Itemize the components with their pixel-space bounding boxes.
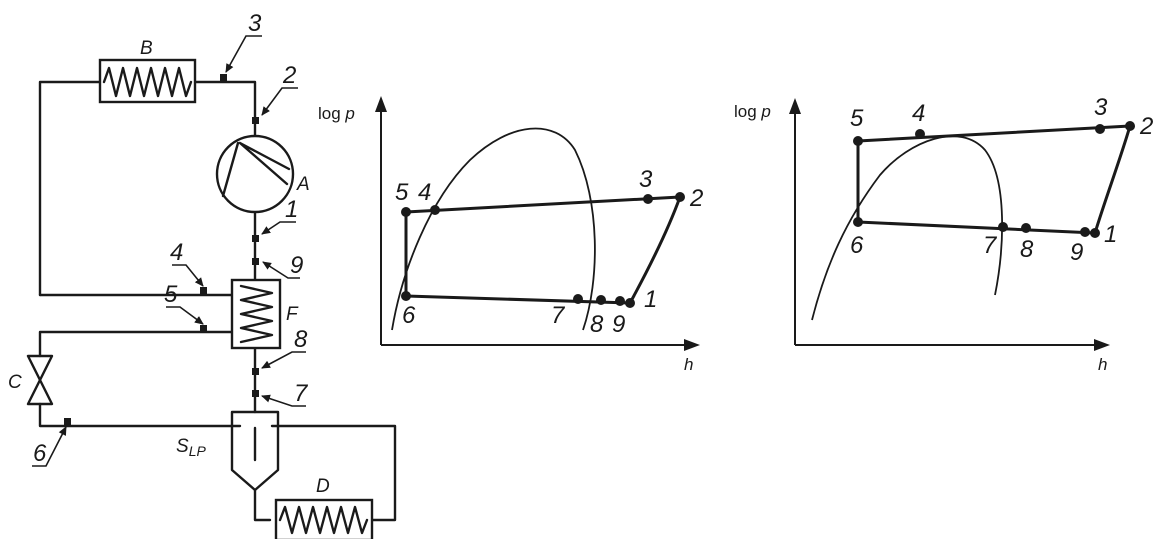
left-label-5: 5 (395, 179, 409, 206)
cycle-right (856, 124, 1132, 235)
left-label-2: 2 (689, 185, 703, 212)
left-point-4 (430, 205, 440, 215)
schematic-label-1: 1 (285, 196, 298, 223)
schematic: B A F C SLP D (8, 10, 397, 539)
heat-exchanger-label: F (286, 304, 299, 325)
left-label-7: 7 (551, 302, 566, 329)
diagram-left-labels: 5 4 3 2 6 7 8 9 1 (395, 166, 703, 338)
heat-exchanger-F: F (230, 278, 299, 350)
marker-4 (200, 287, 207, 294)
right-point-6 (853, 217, 863, 227)
marker-6 (64, 418, 71, 425)
right-label-6: 6 (850, 232, 864, 259)
right-point-8 (1021, 223, 1031, 233)
right-point-4 (915, 129, 925, 139)
diagram-left: log p h 5 4 3 2 6 7 8 9 1 (318, 96, 703, 374)
marker-5 (200, 325, 207, 332)
schematic-label-4: 4 (170, 239, 183, 266)
schematic-point-labels: 3 2 1 9 4 5 8 7 6 (33, 10, 309, 467)
schematic-label-8: 8 (294, 326, 308, 353)
left-point-9 (615, 296, 625, 306)
marker-3 (220, 74, 227, 81)
schematic-label-5: 5 (164, 281, 178, 308)
right-point-3 (1095, 124, 1105, 134)
marker-7 (252, 390, 259, 397)
right-label-8: 8 (1020, 236, 1034, 263)
leader-lines (32, 35, 306, 467)
marker-1 (252, 235, 259, 242)
separator-SLP: SLP (176, 410, 280, 492)
diagram-left-points (401, 192, 685, 308)
left-label-9: 9 (612, 311, 625, 338)
schematic-label-7: 7 (294, 380, 309, 407)
expansion-valve-C: C (8, 354, 54, 406)
left-point-7 (573, 294, 583, 304)
piping (38, 80, 397, 522)
saturation-dome-left (391, 127, 596, 331)
right-point-2 (1125, 121, 1135, 131)
left-label-1: 1 (644, 286, 657, 313)
marker-2 (252, 117, 259, 124)
right-label-7: 7 (983, 232, 998, 259)
left-point-5 (401, 207, 411, 217)
compressor-label: A (296, 174, 310, 195)
left-point-3 (643, 194, 653, 204)
marker-8 (252, 368, 259, 375)
left-label-6: 6 (402, 302, 416, 329)
left-point-1 (625, 298, 635, 308)
right-label-2: 2 (1139, 113, 1153, 140)
diagram-right-labels: 5 4 3 2 6 7 8 9 1 (850, 94, 1153, 266)
right-point-1 (1090, 228, 1100, 238)
right-label-5: 5 (850, 105, 864, 132)
expansion-valve-label: C (8, 372, 22, 393)
left-point-8 (596, 295, 606, 305)
schematic-label-3: 3 (248, 10, 262, 37)
evaporator-label: D (316, 476, 330, 497)
right-label-1: 1 (1104, 221, 1117, 248)
left-point-2 (675, 192, 685, 202)
left-point-6 (401, 291, 411, 301)
diagram-right-x-label: h (1098, 355, 1107, 374)
left-label-4: 4 (418, 179, 431, 206)
schematic-label-9: 9 (290, 252, 303, 279)
marker-9 (252, 258, 259, 265)
right-point-7 (998, 222, 1008, 232)
diagram-right-axes: log p h (734, 98, 1110, 374)
schematic-label-2: 2 (282, 62, 296, 89)
right-point-5 (853, 136, 863, 146)
diagram-right-points (853, 121, 1135, 238)
saturation-dome-right (811, 135, 1004, 321)
diagram-right-y-label: log p (734, 102, 771, 121)
cycle-left (404, 195, 682, 305)
schematic-label-6: 6 (33, 440, 47, 467)
diagram-right: log p h 5 4 3 2 6 7 8 9 1 (734, 94, 1153, 374)
condenser-B: B (98, 38, 197, 104)
compressor-A: A (215, 134, 310, 214)
right-label-9: 9 (1070, 239, 1083, 266)
left-label-3: 3 (639, 166, 653, 193)
right-label-4: 4 (912, 100, 925, 127)
condenser-label: B (140, 38, 153, 59)
right-point-9 (1080, 227, 1090, 237)
diagram-left-y-label: log p (318, 104, 355, 123)
diagram-left-x-label: h (684, 355, 693, 374)
right-label-3: 3 (1094, 94, 1108, 121)
measurement-markers (64, 74, 259, 425)
evaporator-D: D (274, 476, 374, 539)
diagram-left-axes: log p h (318, 96, 700, 374)
left-label-8: 8 (590, 311, 604, 338)
separator-label: SLP (176, 436, 206, 459)
